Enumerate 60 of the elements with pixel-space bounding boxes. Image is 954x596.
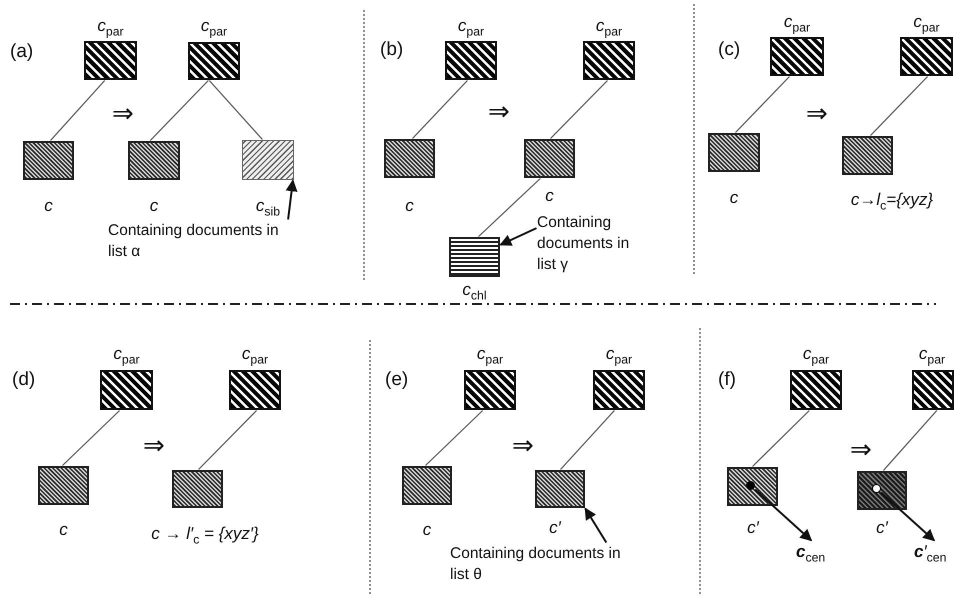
transformation-symbol: ⇒ — [143, 432, 165, 458]
panel-label: (b) — [380, 40, 404, 59]
cluster-label: c — [728, 188, 740, 208]
tree-edge — [208, 80, 263, 140]
cluster-label: c → l′$_{c}$ = {xyz′} — [150, 524, 260, 548]
cluster-label: c$_{par}$ — [782, 12, 812, 36]
cluster-label: c$_{chl}$ — [461, 280, 488, 304]
cluster-label: c$_{par}$ — [918, 344, 946, 368]
panel-label: (c) — [718, 40, 740, 59]
tree-edge — [425, 410, 484, 466]
tree-edge — [550, 80, 608, 139]
annotation-text: Containing documents in list γ — [537, 212, 637, 275]
cluster-label: c$_{par}$ — [604, 344, 634, 368]
cluster-label: c$_{par}$ — [802, 344, 830, 368]
cluster-label: c$_{par}$ — [200, 16, 228, 40]
leader-arrow — [286, 179, 298, 220]
centroid-label: c′$_{cen}$ — [914, 541, 954, 568]
cluster-label: c — [404, 196, 415, 216]
cluster-label: c — [148, 196, 160, 216]
cluster-label: c′ — [875, 518, 890, 538]
cluster-label: c — [422, 520, 432, 540]
cluster-label: c′ — [746, 518, 760, 538]
cluster-label: c$_{sib}$ — [254, 196, 282, 220]
tree-edge — [50, 80, 106, 141]
annotation-text: Containing documents in list α — [108, 220, 288, 262]
tree-edge — [752, 410, 810, 467]
panel-label: (a) — [10, 42, 34, 61]
cluster-label: c$_{par}$ — [912, 12, 941, 36]
annotation-text: Containing documents in list θ — [450, 543, 630, 585]
leader-arrow — [499, 227, 537, 246]
cluster-label: c$_{par}$ — [112, 344, 141, 368]
cluster-label: c — [43, 196, 54, 216]
transformation-symbol: ⇒ — [850, 436, 872, 462]
tree-edge — [198, 410, 258, 470]
tree-edge — [150, 80, 209, 141]
tree-edge — [870, 76, 928, 136]
panel-label: (e) — [385, 370, 408, 389]
tree-edge — [62, 410, 120, 466]
leader-arrow — [584, 507, 608, 544]
transformation-symbol: ⇒ — [806, 100, 828, 126]
transformation-symbol: ⇒ — [488, 98, 510, 124]
tree-edge — [882, 410, 938, 471]
cluster-label: c$_{par}$ — [476, 344, 504, 368]
tree-edge — [560, 410, 615, 470]
cluster-label: c$_{par}$ — [594, 16, 624, 40]
cluster-label: c$_{par}$ — [240, 344, 270, 368]
centroid-label: c$_{cen}$ — [796, 541, 840, 568]
cluster-label: c→l$_{c}$={xyz} — [850, 190, 934, 214]
cluster-label: c — [58, 520, 69, 540]
cluster-label: c′ — [548, 518, 562, 538]
transformation-symbol: ⇒ — [512, 432, 534, 458]
panel-label: (d) — [12, 370, 36, 389]
tree-edge — [478, 178, 541, 237]
cluster-label: c$_{par}$ — [96, 16, 125, 40]
cluster-label: c$_{par}$ — [456, 16, 486, 40]
transformation-symbol: ⇒ — [112, 100, 134, 126]
cluster-label: c — [544, 186, 555, 206]
panel-label: (f) — [718, 370, 736, 389]
tree-edge — [735, 76, 790, 133]
tree-edge — [412, 80, 468, 139]
